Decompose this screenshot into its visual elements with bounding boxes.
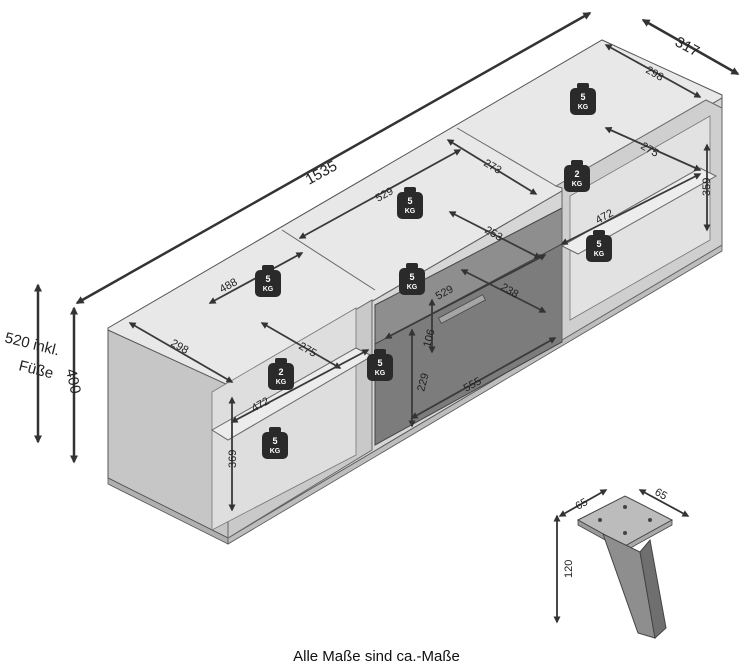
- foot-width-arrow: [558, 489, 608, 517]
- svg-text:KG: KG: [578, 104, 589, 111]
- height-with-feet-label-line2: Füße: [17, 357, 55, 382]
- left-inner-height-label: 369: [227, 450, 239, 468]
- weight-icon: 5 KG: [399, 263, 425, 295]
- weight-icon: 5 KG: [570, 83, 596, 115]
- svg-text:KG: KG: [276, 379, 287, 386]
- right-inner-height-label: 359: [701, 178, 713, 196]
- svg-text:KG: KG: [270, 448, 281, 455]
- foot-leg-side: [639, 538, 667, 639]
- svg-text:5: 5: [377, 358, 382, 368]
- weight-icon: 2 KG: [268, 358, 294, 390]
- svg-text:5: 5: [580, 92, 585, 102]
- svg-text:KG: KG: [263, 286, 274, 293]
- overall-width-label: 1535: [303, 157, 340, 188]
- foot-height-label: 120: [563, 560, 575, 578]
- svg-text:2: 2: [278, 367, 283, 377]
- middle-inner-height-label: 229: [415, 372, 431, 393]
- approximate-dimensions-note: Alle Maße sind ca.-Maße: [293, 648, 460, 665]
- foot-plate: [576, 495, 674, 547]
- load-weights: 5 KG 5 KG 2 KG 5 KG 5 KG: [255, 83, 612, 459]
- weight-icon: 2 KG: [564, 160, 590, 192]
- svg-text:KG: KG: [407, 284, 418, 291]
- foot-width-label: 65: [574, 496, 591, 513]
- weight-icon: 5 KG: [397, 187, 423, 219]
- svg-text:5: 5: [596, 239, 601, 249]
- svg-text:5: 5: [265, 274, 270, 284]
- svg-text:5: 5: [272, 436, 277, 446]
- svg-text:KG: KG: [405, 208, 416, 215]
- weight-icon: 5 KG: [255, 265, 281, 297]
- foot-depth-label: 65: [653, 486, 670, 503]
- overall-depth-label: 317: [672, 34, 702, 61]
- weight-icon: 5 KG: [262, 427, 288, 459]
- weight-icon: 5 KG: [367, 349, 393, 381]
- weight-icon: 5 KG: [586, 230, 612, 262]
- svg-text:2: 2: [574, 169, 579, 179]
- foot-detail: 65 65 120: [553, 486, 690, 639]
- svg-text:KG: KG: [375, 370, 386, 377]
- height-with-feet-label: 520 inkl.: [3, 329, 61, 359]
- inner-dimension-lines: [128, 44, 711, 512]
- svg-text:KG: KG: [572, 181, 583, 188]
- svg-text:5: 5: [409, 272, 414, 282]
- middle-flap-height-label: 106: [421, 328, 437, 349]
- svg-text:5: 5: [407, 196, 412, 206]
- svg-text:KG: KG: [594, 251, 605, 258]
- body-height-label: 400: [62, 367, 84, 395]
- foot-depth-arrow: [638, 489, 690, 517]
